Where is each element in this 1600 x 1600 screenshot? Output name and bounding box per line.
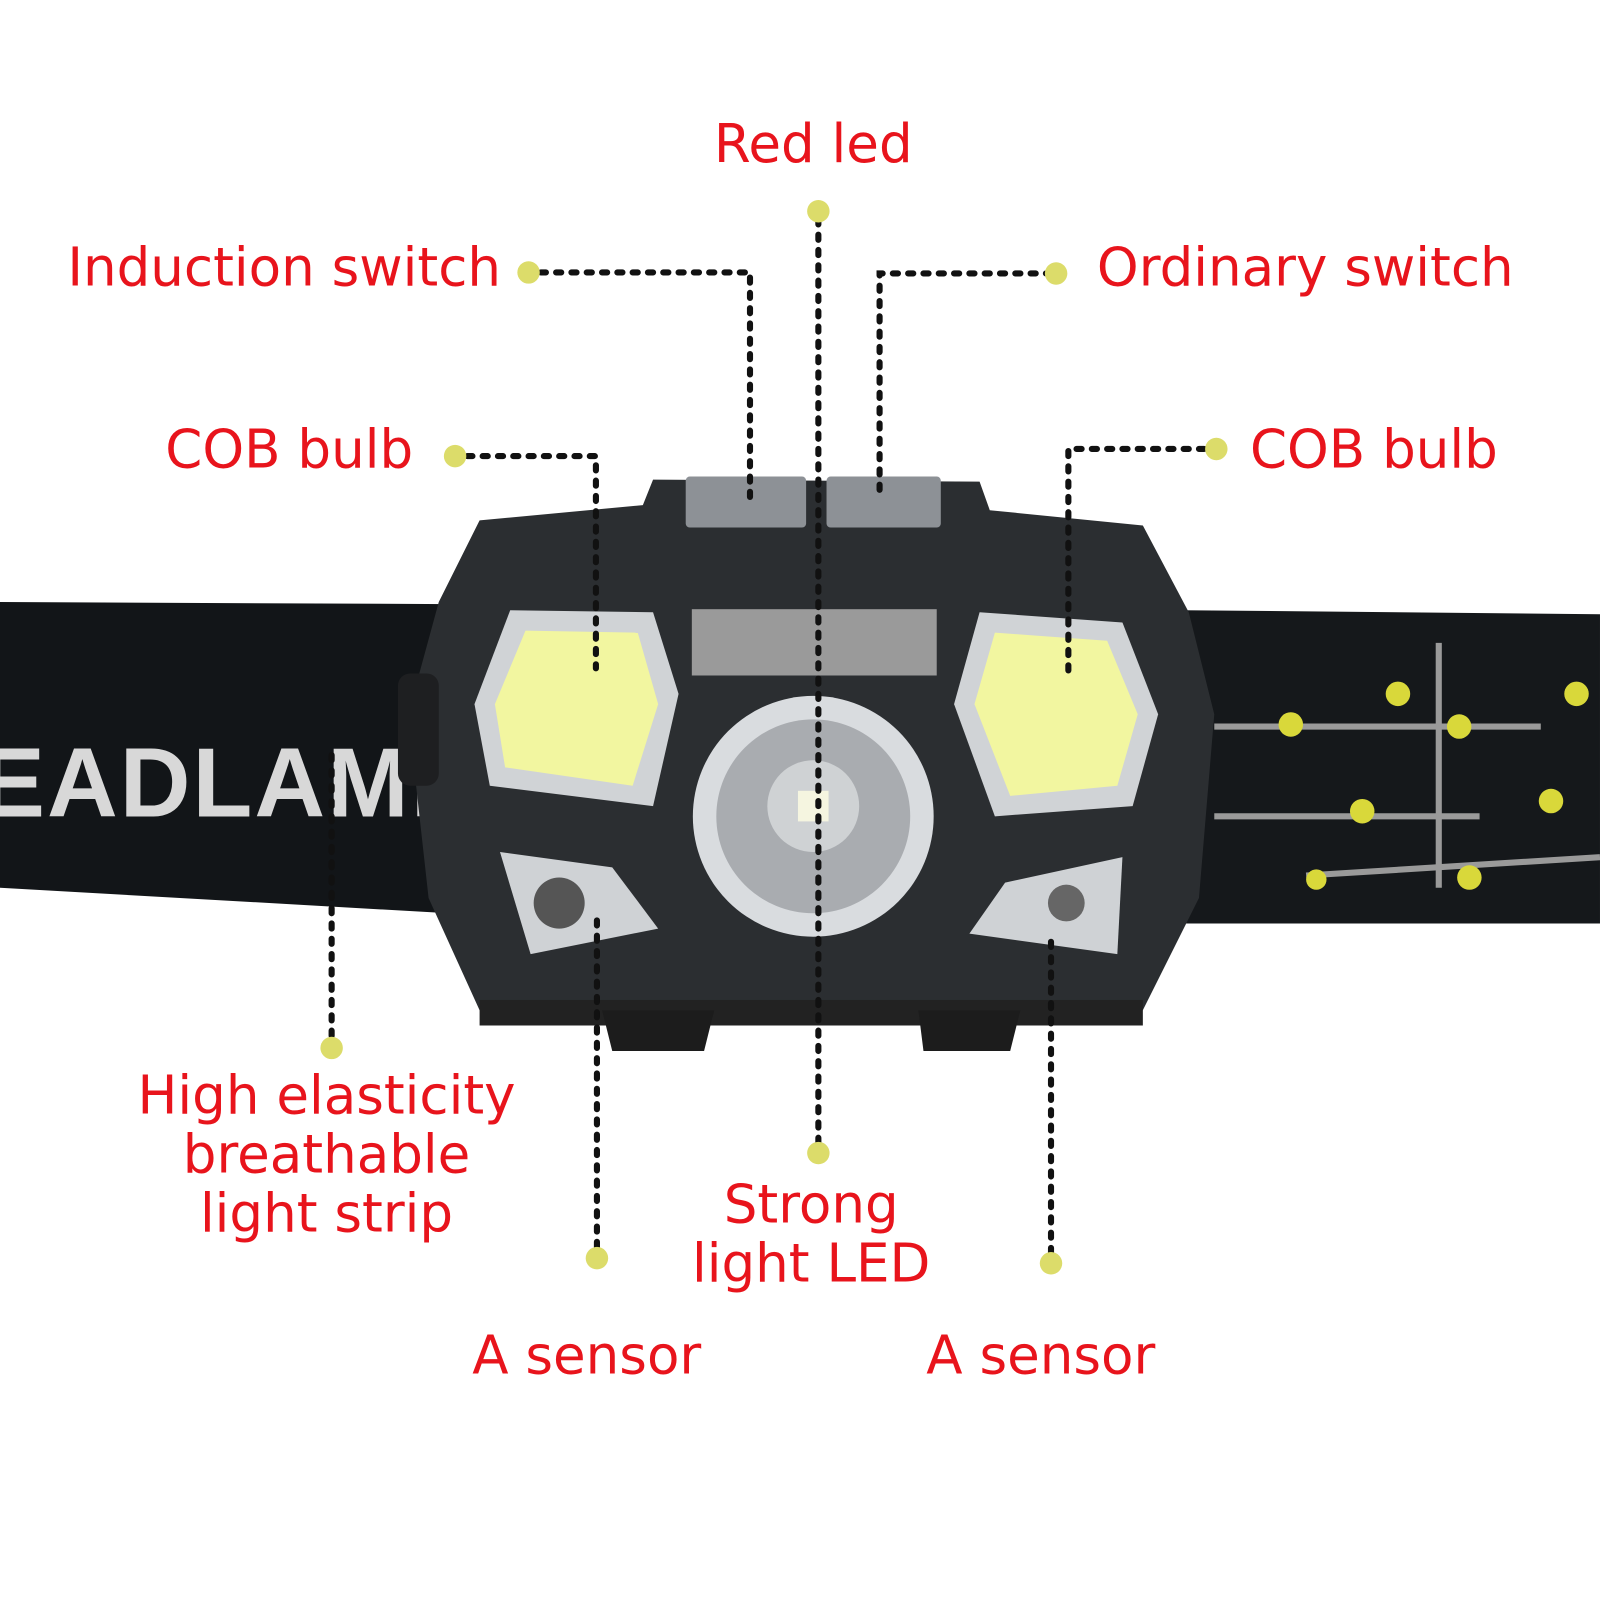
label-strip: High elasticity breathable light strip	[138, 1066, 516, 1244]
label-sensor-right: A sensor	[926, 1325, 1156, 1387]
label-cob-bulb-left: COB bulb	[165, 419, 414, 481]
sensor-right	[969, 857, 1123, 955]
band-print: EADLAMP	[0, 727, 478, 837]
induction-switch-button	[685, 476, 807, 528]
label-strip-line: light strip	[199, 1183, 454, 1245]
label-strong-led-line: light LED	[692, 1233, 931, 1295]
label-red-led: Red led	[713, 114, 913, 176]
label-cob-bulb-right: COB bulb	[1249, 419, 1498, 481]
label-strong-led: Strong light LED	[692, 1176, 930, 1294]
lamp-body	[397, 476, 1215, 1052]
red-led-window	[691, 609, 937, 676]
label-sensor-left: A sensor	[472, 1325, 702, 1387]
label-strip-line: High elasticity	[137, 1065, 516, 1127]
ordinary-switch-button	[826, 476, 941, 528]
label-strip-line: breathable	[182, 1124, 471, 1186]
label-ordinary-switch: Ordinary switch	[1096, 237, 1514, 299]
headband: EADLAMP	[0, 602, 1600, 924]
anchor-dots	[320, 199, 1228, 1275]
label-induction-switch: Induction switch	[67, 237, 502, 299]
label-strong-led-line: Strong	[723, 1174, 899, 1236]
leader-lines	[328, 216, 1208, 1257]
